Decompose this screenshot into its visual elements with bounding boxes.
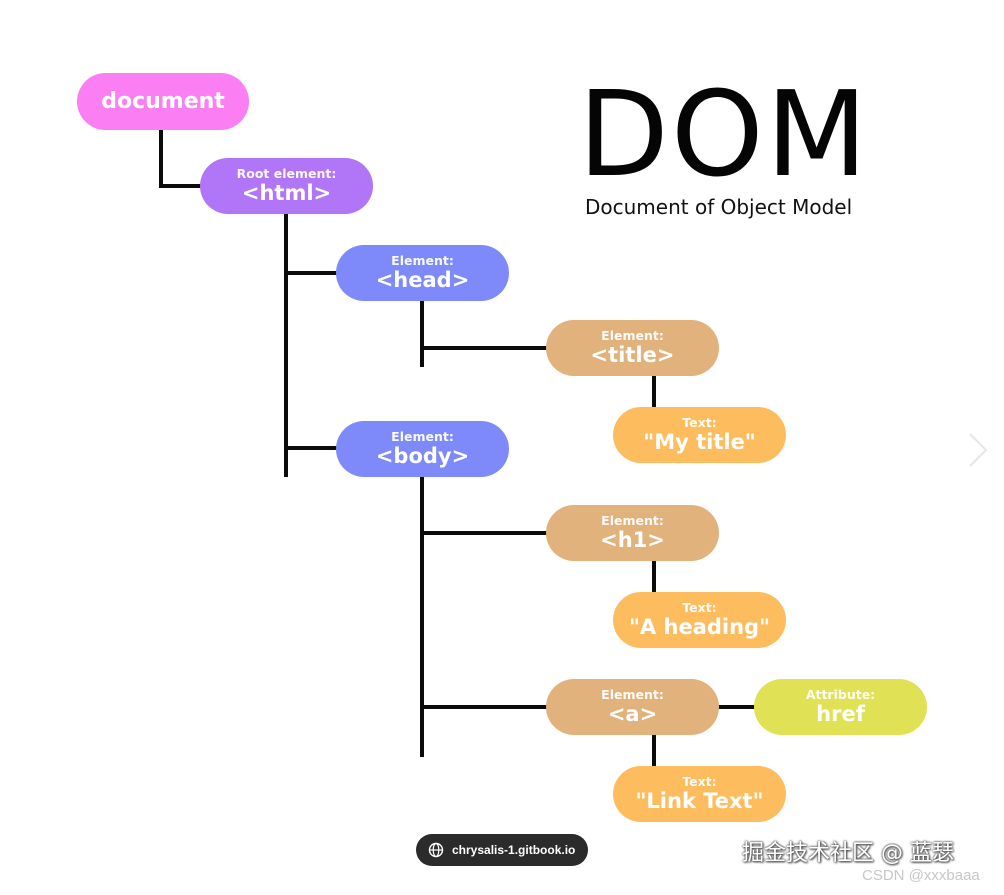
node-value: <html> xyxy=(241,181,332,205)
node-value: "Link Text" xyxy=(635,789,764,813)
chevron-right-icon[interactable] xyxy=(962,430,992,470)
node-a: Element: <a> xyxy=(546,679,719,735)
connector-h1-text xyxy=(652,559,656,595)
node-kind: Element: xyxy=(391,253,454,268)
node-kind: Attribute: xyxy=(805,687,876,702)
node-html: Root element: <html> xyxy=(200,158,373,214)
diagram-subtitle: Document of Object Model xyxy=(585,195,853,219)
connector-html-head xyxy=(284,271,340,275)
node-kind: Text: xyxy=(682,600,717,615)
source-label: chrysalis-1.gitbook.io xyxy=(452,843,576,857)
node-a-attribute: Attribute: href xyxy=(754,679,927,735)
node-value: <head> xyxy=(375,268,470,292)
node-kind: Element: xyxy=(601,687,664,702)
node-a-text: Text: "Link Text" xyxy=(613,766,786,822)
source-link[interactable]: chrysalis-1.gitbook.io xyxy=(416,834,588,866)
node-value: <h1> xyxy=(600,528,665,552)
connector-a-text xyxy=(652,733,656,769)
node-h1-text: Text: "A heading" xyxy=(613,592,786,648)
node-value: href xyxy=(816,702,865,726)
connector-head-trunk xyxy=(420,299,424,367)
node-value: "My title" xyxy=(643,430,756,454)
node-kind: Element: xyxy=(601,513,664,528)
connector-document-html xyxy=(159,184,205,188)
node-value: "A heading" xyxy=(628,615,771,639)
diagram-title: DOM xyxy=(578,65,870,203)
node-h1: Element: <h1> xyxy=(546,505,719,561)
node-value: <body> xyxy=(375,444,470,468)
node-head: Element: <head> xyxy=(336,245,509,301)
node-kind: Root element: xyxy=(236,166,337,181)
node-value: document xyxy=(101,89,225,114)
connector-title-text xyxy=(652,374,656,410)
node-body: Element: <body> xyxy=(336,421,509,477)
node-value: <title> xyxy=(590,343,675,367)
connector-body-h1 xyxy=(420,531,550,535)
node-document: document xyxy=(77,73,249,130)
connector-body-trunk xyxy=(420,476,424,757)
node-kind: Text: xyxy=(682,774,717,789)
watermark-juejin: 掘金技术社区 @ 蓝瑟 xyxy=(742,841,954,866)
globe-icon xyxy=(428,842,444,858)
node-kind: Element: xyxy=(391,429,454,444)
connector-head-title xyxy=(420,346,550,350)
node-kind: Element: xyxy=(601,328,664,343)
connector-a-attribute xyxy=(716,705,758,709)
node-kind: Text: xyxy=(682,415,717,430)
watermark-csdn: CSDN @xxxbaaa xyxy=(862,867,980,884)
connector-html-trunk xyxy=(284,212,288,477)
connector-html-body xyxy=(284,446,340,450)
connector-document-vertical xyxy=(159,128,163,188)
node-value: <a> xyxy=(607,702,658,726)
node-title: Element: <title> xyxy=(546,320,719,376)
connector-body-a xyxy=(420,705,550,709)
node-title-text: Text: "My title" xyxy=(613,407,786,463)
